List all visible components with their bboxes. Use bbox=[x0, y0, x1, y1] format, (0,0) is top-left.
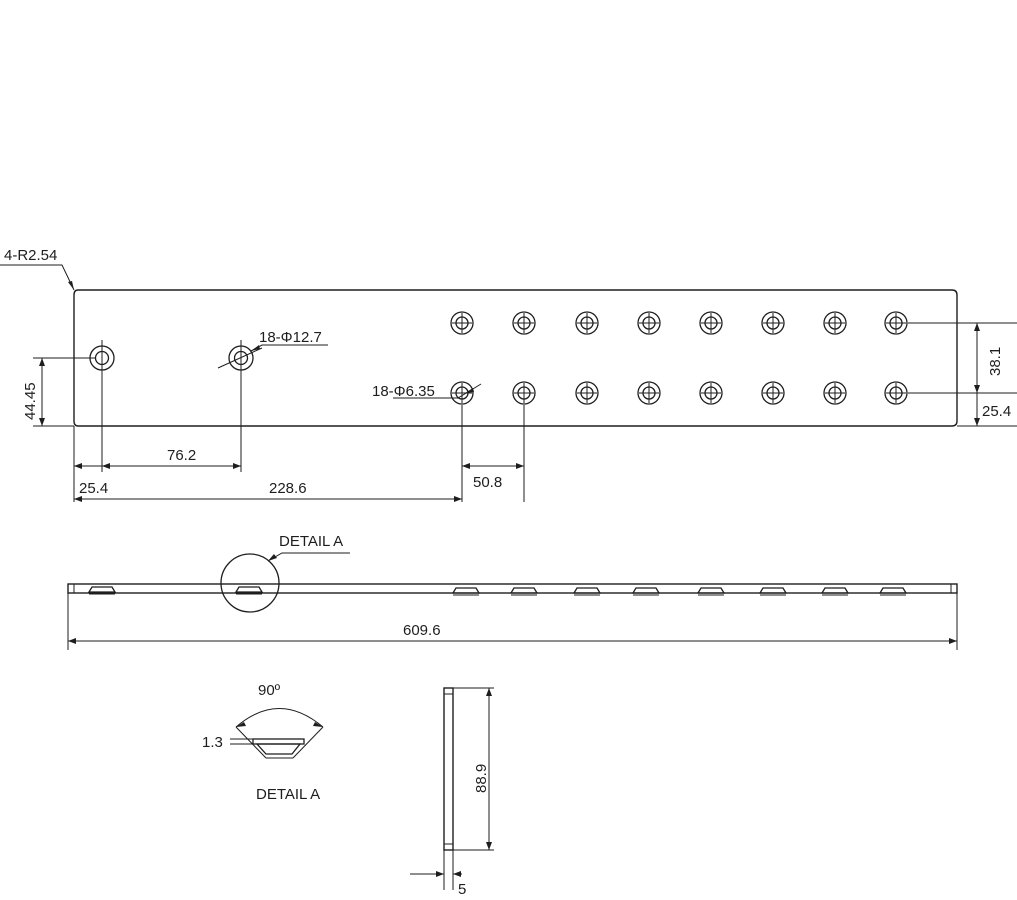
countersink bbox=[759, 587, 787, 596]
hole bbox=[823, 381, 847, 405]
countersink bbox=[510, 587, 538, 596]
countersink bbox=[697, 587, 725, 596]
dim-length-label: 609.6 bbox=[403, 622, 441, 639]
hole bbox=[575, 311, 599, 335]
hole bbox=[699, 311, 723, 335]
detail-circle bbox=[220, 553, 280, 613]
hole bbox=[637, 311, 661, 335]
countersink bbox=[632, 587, 660, 596]
large-hole-label: 18-Φ12.7 bbox=[259, 329, 322, 346]
dim-thickness-label: 5 bbox=[458, 881, 466, 898]
hole bbox=[884, 381, 908, 405]
dim-end-height-label: 88.9 bbox=[473, 764, 490, 793]
dim-hole-spacing-label: 76.2 bbox=[167, 447, 196, 464]
plate-outline bbox=[73, 289, 958, 427]
hole bbox=[450, 311, 474, 335]
depth-label: 1.3 bbox=[202, 734, 223, 751]
dim-bottom-offset-label: 25.4 bbox=[982, 403, 1011, 420]
hole bbox=[761, 311, 785, 335]
countersink bbox=[573, 587, 601, 596]
hole-row-top bbox=[450, 311, 908, 335]
hole bbox=[761, 381, 785, 405]
hole-row-bottom bbox=[450, 381, 908, 405]
dim-group-pitch-label: 50.8 bbox=[473, 474, 502, 491]
hole bbox=[512, 311, 536, 335]
hole bbox=[637, 381, 661, 405]
detail-title: DETAIL A bbox=[256, 786, 320, 803]
detail-view: 90º 1.3 DETAIL A bbox=[202, 682, 324, 803]
countersink bbox=[821, 587, 849, 596]
side-view: DETAIL A 609.6 bbox=[67, 533, 958, 650]
hole bbox=[884, 311, 908, 335]
hole bbox=[450, 381, 474, 405]
dim-edge-offset-label: 25.4 bbox=[79, 480, 108, 497]
end-view: 88.9 5 bbox=[410, 687, 494, 898]
plan-view: 4-R2.54 18-Φ12.7 18-Φ6.35 44.45 76.2 25.… bbox=[0, 247, 1017, 502]
corner-radius-label: 4-R2.54 bbox=[4, 247, 57, 264]
dim-row-spacing-label: 38.1 bbox=[987, 347, 1004, 376]
hole bbox=[823, 311, 847, 335]
hole bbox=[575, 381, 599, 405]
detail-callout-label: DETAIL A bbox=[279, 533, 343, 550]
countersink bbox=[879, 587, 907, 596]
end-plate bbox=[443, 687, 454, 851]
hole bbox=[699, 381, 723, 405]
angle-arc bbox=[235, 708, 324, 728]
dim-first-group-label: 228.6 bbox=[269, 480, 307, 497]
hole bbox=[512, 381, 536, 405]
angle-label: 90º bbox=[258, 682, 281, 699]
countersink bbox=[452, 587, 480, 596]
small-hole-label: 18-Φ6.35 bbox=[372, 383, 435, 400]
dim-height-label: 44.45 bbox=[22, 382, 39, 420]
